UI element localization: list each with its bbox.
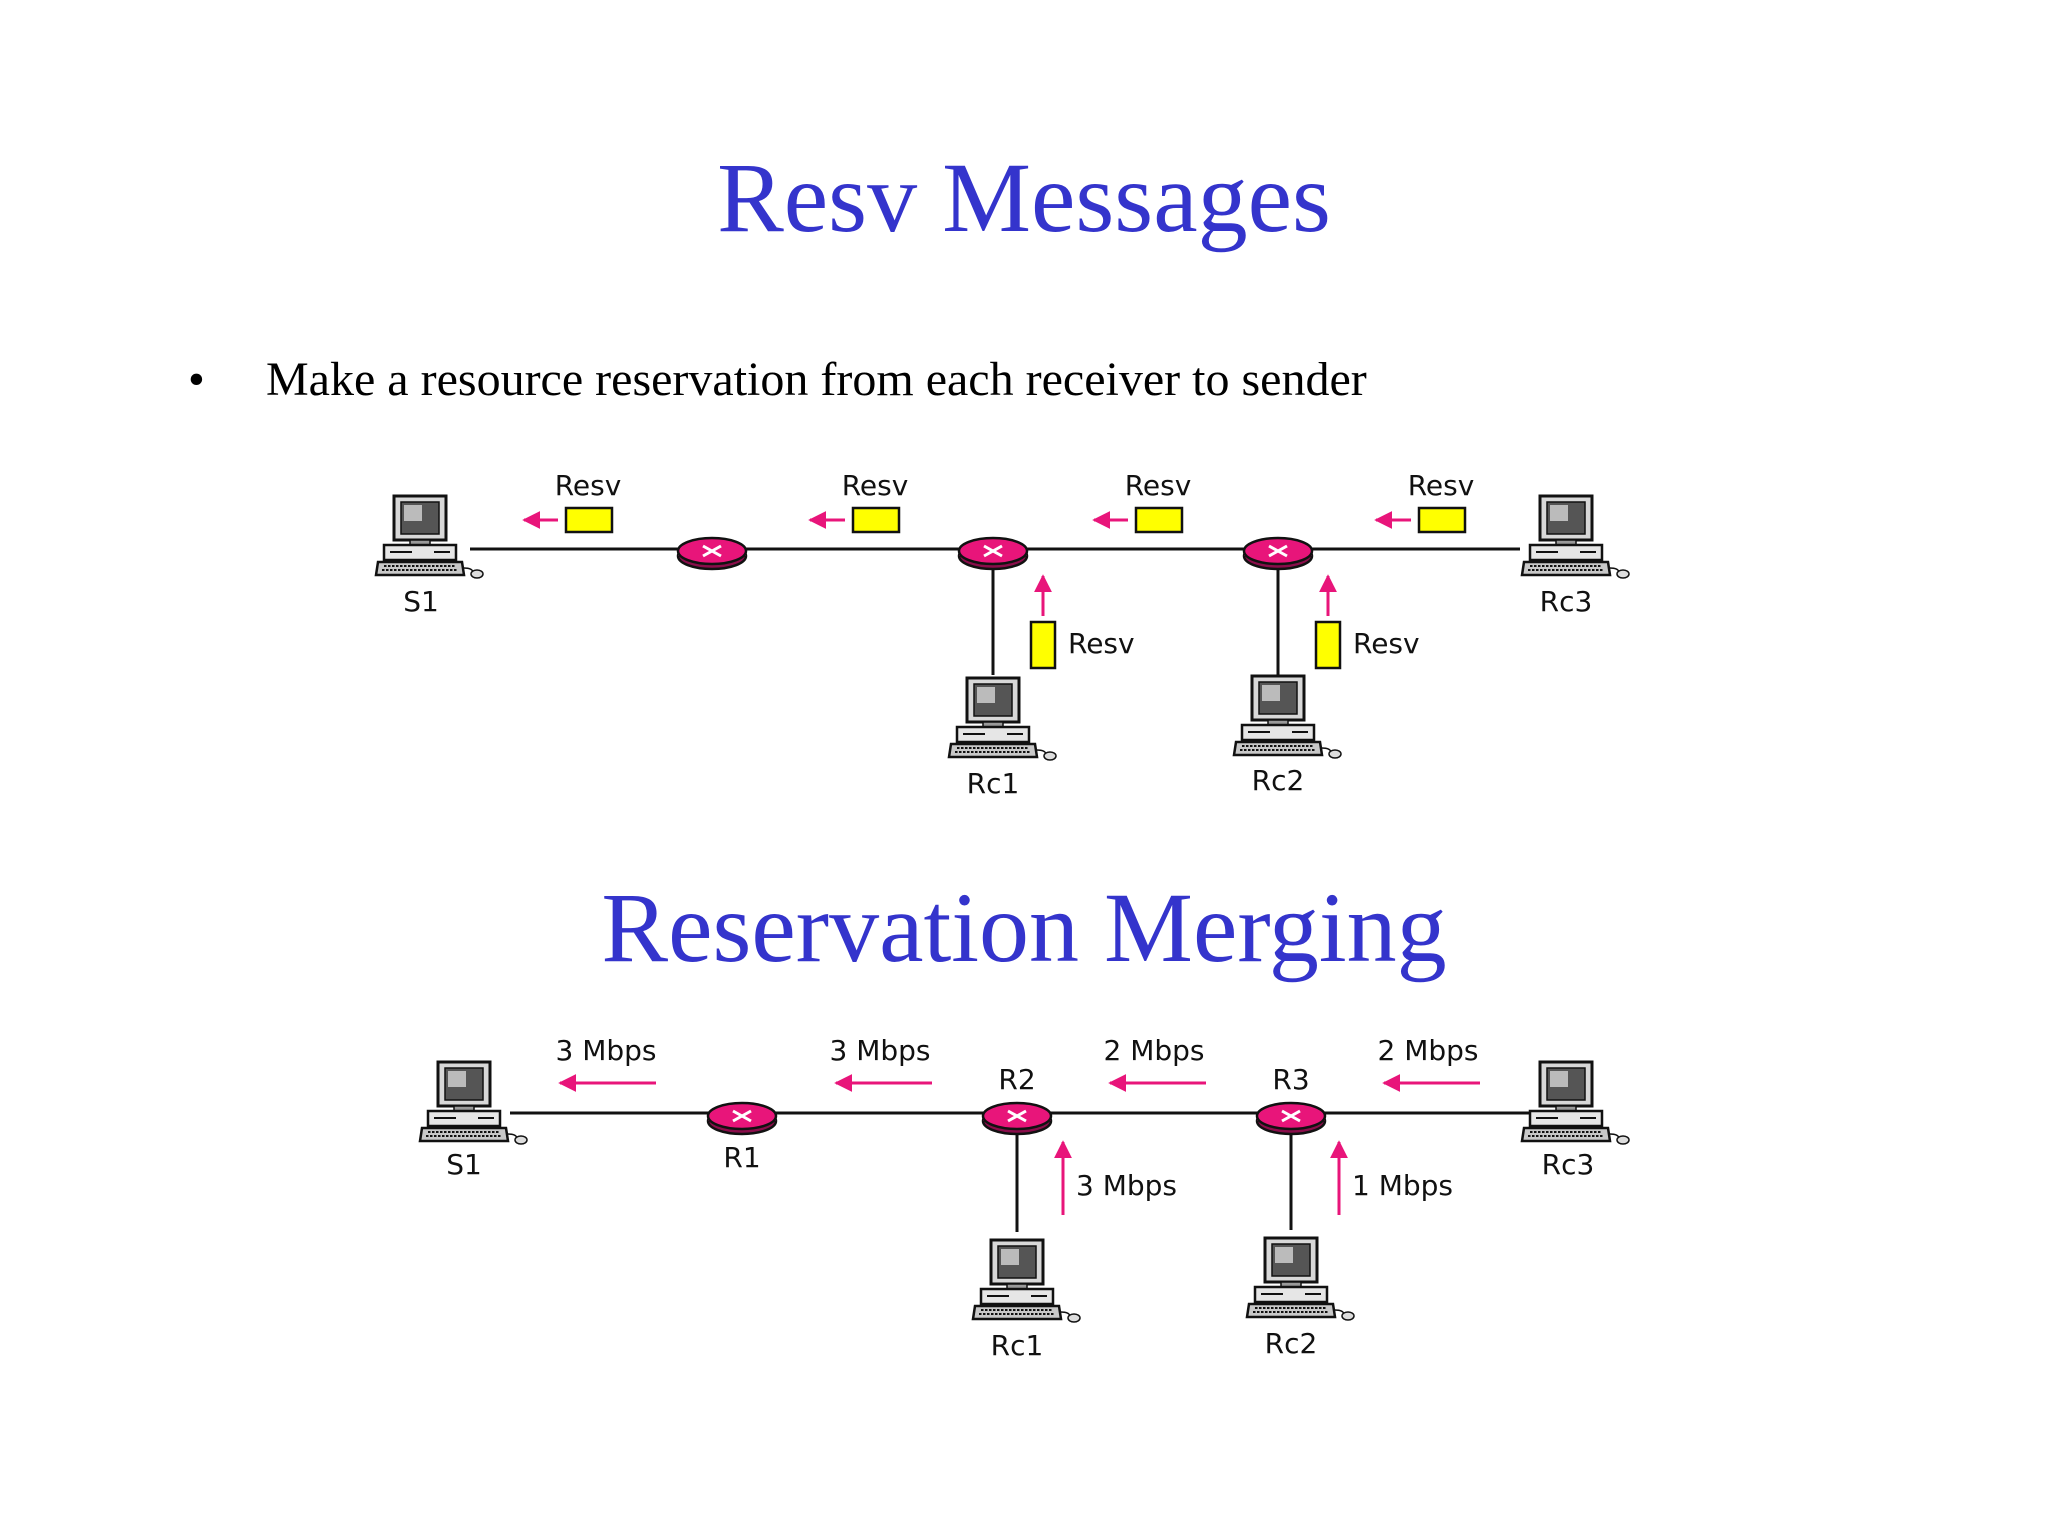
reservation-merging-diagram: R1 R2 R3 S1 Rc1 Rc2 Rc3 3 Mbps 3 Mbps 2 … <box>418 1034 1631 1362</box>
router-label-r2: R2 <box>998 1063 1035 1096</box>
packet-icon <box>1314 620 1342 670</box>
router-icon <box>676 536 748 571</box>
bullet-text: Make a resource reservation from each re… <box>266 353 1367 406</box>
host-label-rc2: Rc2 <box>1265 1327 1318 1360</box>
computer-icon <box>971 1238 1082 1324</box>
resv-label: Resv <box>1353 627 1420 660</box>
host-label-s1: S1 <box>403 585 439 618</box>
host-label-s1: S1 <box>446 1148 482 1181</box>
packet-icon <box>1417 506 1467 534</box>
packet-icon <box>851 506 901 534</box>
resv-label: Resv <box>555 469 622 502</box>
flow-r2-r3: 2 Mbps <box>1103 1034 1206 1092</box>
resv-message: Resv <box>522 469 622 534</box>
flow-rc1-r2: 3 Mbps <box>1054 1140 1177 1215</box>
slide-title-resv-messages: Resv Messages <box>717 142 1331 253</box>
router-icon <box>1255 1101 1327 1136</box>
computer-icon <box>418 1060 529 1146</box>
flow-rc2-r3: 1 Mbps <box>1330 1140 1453 1215</box>
slide-title-reservation-merging: Reservation Merging <box>601 872 1447 983</box>
computer-icon <box>1520 1060 1631 1146</box>
resv-label: Resv <box>1125 469 1192 502</box>
flow-label: 3 Mbps <box>1076 1169 1177 1202</box>
router-icon <box>981 1101 1053 1136</box>
resv-label: Resv <box>1068 627 1135 660</box>
host-label-rc2: Rc2 <box>1252 764 1305 797</box>
flow-label: 2 Mbps <box>1377 1034 1478 1067</box>
computer-icon <box>1520 494 1631 580</box>
packet-icon <box>1029 620 1057 670</box>
resv-message: Resv <box>1092 469 1192 534</box>
computer-icon <box>1245 1236 1356 1322</box>
resv-message: Resv <box>1314 574 1420 670</box>
host-label-rc3: Rc3 <box>1540 585 1593 618</box>
computer-icon <box>947 676 1058 762</box>
flow-label: 3 Mbps <box>829 1034 930 1067</box>
flow-label: 3 Mbps <box>555 1034 656 1067</box>
resv-messages-diagram: S1 Rc1 Rc2 Rc3 Resv Resv Resv Resv Resv … <box>374 469 1631 800</box>
router-icon <box>1242 536 1314 571</box>
resv-message: Resv <box>808 469 909 534</box>
flow-label: 2 Mbps <box>1103 1034 1204 1067</box>
flow-r3-rc3: 2 Mbps <box>1377 1034 1480 1092</box>
host-label-rc1: Rc1 <box>967 767 1020 800</box>
router-icon <box>957 536 1029 571</box>
host-label-rc3: Rc3 <box>1542 1148 1595 1181</box>
router-label-r1: R1 <box>723 1141 760 1174</box>
flow-label: 1 Mbps <box>1352 1169 1453 1202</box>
bullet-marker: • <box>188 353 205 406</box>
flow-s1-r1: 3 Mbps <box>555 1034 657 1092</box>
router-icon <box>706 1101 778 1136</box>
host-label-rc1: Rc1 <box>991 1329 1044 1362</box>
computer-icon <box>1232 674 1343 760</box>
resv-message: Resv <box>1029 574 1135 670</box>
resv-label: Resv <box>1408 469 1475 502</box>
packet-icon <box>564 506 614 534</box>
router-label-r3: R3 <box>1272 1063 1309 1096</box>
resv-label: Resv <box>842 469 909 502</box>
resv-message: Resv <box>1374 469 1475 534</box>
computer-icon <box>374 494 485 580</box>
packet-icon <box>1134 506 1184 534</box>
flow-r1-r2: 3 Mbps <box>829 1034 932 1092</box>
